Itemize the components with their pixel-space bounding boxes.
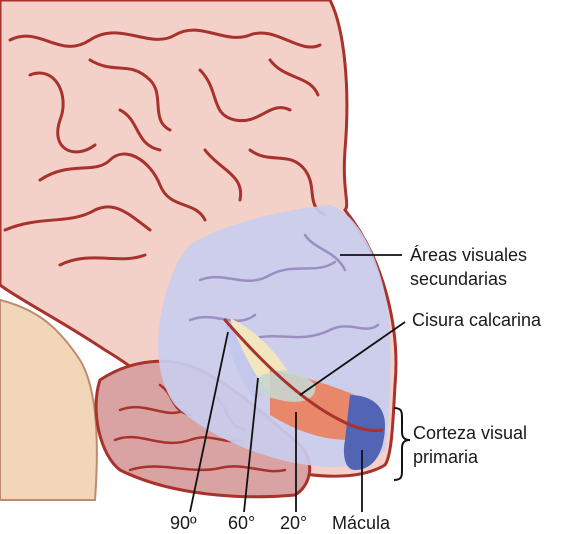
label-secondary-areas-line1: Áreas visuales bbox=[410, 244, 527, 266]
label-20-degrees: 20° bbox=[280, 512, 307, 534]
label-60-degrees: 60° bbox=[228, 512, 255, 534]
label-macula: Mácula bbox=[332, 512, 390, 534]
label-primary-cortex-line2: primaria bbox=[413, 446, 478, 468]
primary-cortex-brace bbox=[394, 408, 410, 480]
label-primary-cortex-line1: Corteza visual bbox=[413, 422, 527, 444]
label-90-degrees: 90º bbox=[170, 512, 197, 534]
label-secondary-areas-line2: secundarias bbox=[410, 268, 507, 290]
label-calcarine-fissure: Cisura calcarina bbox=[412, 309, 541, 331]
